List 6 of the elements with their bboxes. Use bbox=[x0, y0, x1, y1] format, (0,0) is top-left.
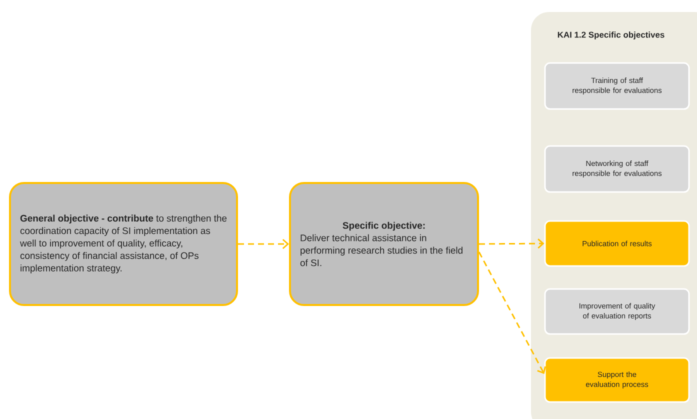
objective-box: General objective - contribute to strengthen the coordination capacity of SI implementation as well to improvement of quality, efficacy, consistency of financial assistance, of OPs implementation strategy. bbox=[9, 182, 238, 306]
objective-box: Specific objective: Deliver technical assistance in performing research studies in the field of SI. bbox=[289, 182, 479, 306]
panel-heading: KAI 1.2 Specific objectives bbox=[558, 32, 664, 40]
arrow bbox=[478, 252, 546, 374]
arrow bbox=[238, 238, 289, 250]
arrow bbox=[479, 238, 544, 249]
